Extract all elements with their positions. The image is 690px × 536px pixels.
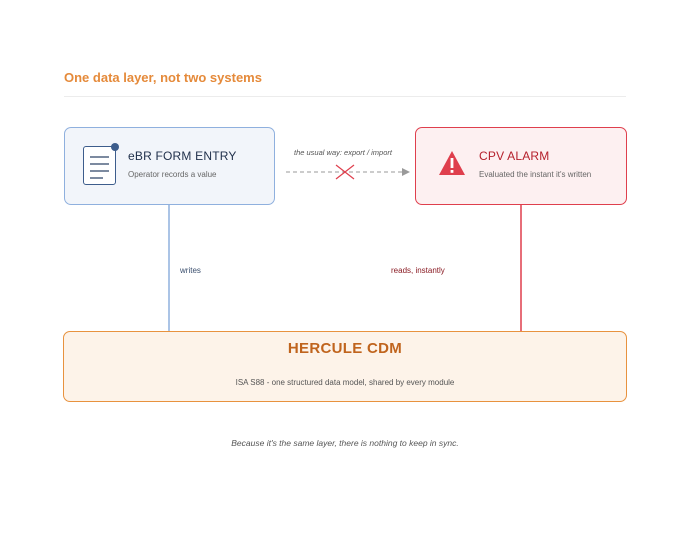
cdm-subtitle: ISA S88 - one structured data model, sha… bbox=[235, 378, 455, 387]
reads-label: reads, instantly bbox=[391, 266, 445, 275]
cpv-title: CPV ALARM bbox=[479, 149, 550, 163]
ebr-title: eBR FORM ENTRY bbox=[128, 149, 237, 163]
ebr-form-entry-card: eBR FORM ENTRY Operator records a value bbox=[64, 127, 275, 205]
diagram-title: One data layer, not two systems bbox=[64, 70, 262, 85]
blocked-x-icon bbox=[335, 164, 355, 180]
title-divider bbox=[64, 96, 626, 97]
ebr-subtitle: Operator records a value bbox=[128, 170, 217, 179]
bypass-arrow bbox=[286, 168, 410, 176]
cdm-title: HERCULE CDM bbox=[287, 340, 403, 357]
writes-label: writes bbox=[180, 266, 201, 275]
warning-icon bbox=[439, 151, 465, 175]
cpv-subtitle: Evaluated the instant it's written bbox=[479, 170, 592, 179]
cpv-alarm-card: CPV ALARM Evaluated the instant it's wri… bbox=[415, 127, 627, 205]
bypass-label: the usual way: export / import bbox=[294, 148, 392, 157]
document-icon bbox=[83, 143, 119, 185]
footnote: Because it's the same layer, there is no… bbox=[231, 438, 459, 448]
hercule-cdm-card: HERCULE CDM ISA S88 - one structured dat… bbox=[63, 331, 627, 402]
